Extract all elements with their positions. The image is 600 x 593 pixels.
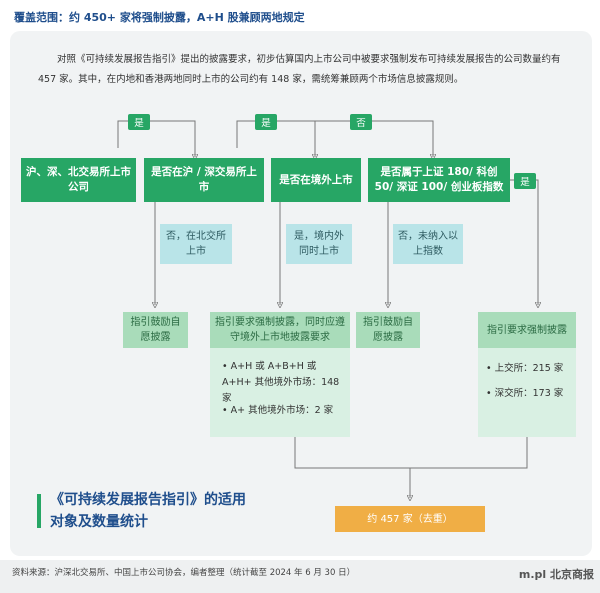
mandatory-list-item: • 深交所：173 家: [486, 388, 564, 399]
node-encourage-voluntary-2: 指引鼓励自愿披露: [356, 312, 420, 348]
mandatory-list-item: • 上交所：215 家: [486, 363, 564, 374]
tag-no-1: 否: [350, 114, 372, 130]
title-accent-bar: [37, 494, 41, 528]
node-encourage-voluntary-1: 指引鼓励自愿披露: [123, 312, 188, 348]
source-note: 资料来源：沪深北交易所、中国上市公司协会，编者整理（统计截至 2024 年 6 …: [12, 568, 356, 578]
dual-list-box: [210, 348, 350, 437]
node-overseas-decision: 是否在境外上市: [271, 158, 361, 202]
node-listed-companies: 沪、深、北交易所上市公司: [21, 158, 136, 202]
mandatory-list-box: [478, 348, 576, 437]
dual-list-item-text: A+H 或 A+B+H 或 A+H+ 其他境外市场：148 家: [222, 361, 340, 404]
connector-no1-right: [360, 120, 433, 157]
mandatory-list-item-text: 深交所：173 家: [494, 388, 564, 399]
tag-yes-3: 是: [514, 173, 536, 189]
footer-bar: [0, 560, 600, 593]
node-index-decision: 是否属于上证 180/ 科创 50/ 深证 100/ 创业板指数: [368, 158, 510, 202]
node-total: 约 457 家（去重）: [335, 506, 485, 532]
connector-yes3: [510, 179, 538, 305]
connector-merge: [294, 437, 528, 469]
node-dual-listed: 是，境内外同时上市: [286, 224, 352, 264]
node-mandatory: 指引要求强制披露: [478, 312, 576, 348]
dual-list-item-text: A+ 其他境外市场：2 家: [230, 405, 334, 416]
watermark: m.pl 北京商报: [518, 568, 594, 581]
node-mandatory-dual: 指引要求强制披露，同时应遵守境外上市地披露要求: [210, 312, 350, 348]
section-heading: 覆盖范围：约 450+ 家将强制披露，A+H 股兼顾两地规定: [14, 11, 305, 24]
dual-list-item: • A+ 其他境外市场：2 家: [222, 405, 334, 416]
intro-paragraph: 对照《可持续发展报告指引》提出的披露要求，初步估算国内上市公司中被要求强制发布可…: [38, 54, 561, 85]
tag-yes-1: 是: [128, 114, 150, 130]
node-bse-listed: 否，在北交所上市: [160, 224, 232, 264]
connector-no1-left: [314, 120, 360, 148]
node-sh-sz-decision: 是否在沪 / 深交易所上市: [144, 158, 264, 202]
tag-yes-2: 是: [255, 114, 277, 130]
connector-yes1-right: [155, 120, 195, 157]
diagram-title: 《可持续发展报告指引》的适用对象及数量统计: [50, 492, 246, 530]
node-not-indexed: 否，未纳入以上指数: [393, 224, 463, 264]
mandatory-list-item-text: 上交所：215 家: [494, 363, 564, 374]
dual-list-item: • A+H 或 A+B+H 或 A+H+ 其他境外市场：148 家: [222, 361, 340, 404]
